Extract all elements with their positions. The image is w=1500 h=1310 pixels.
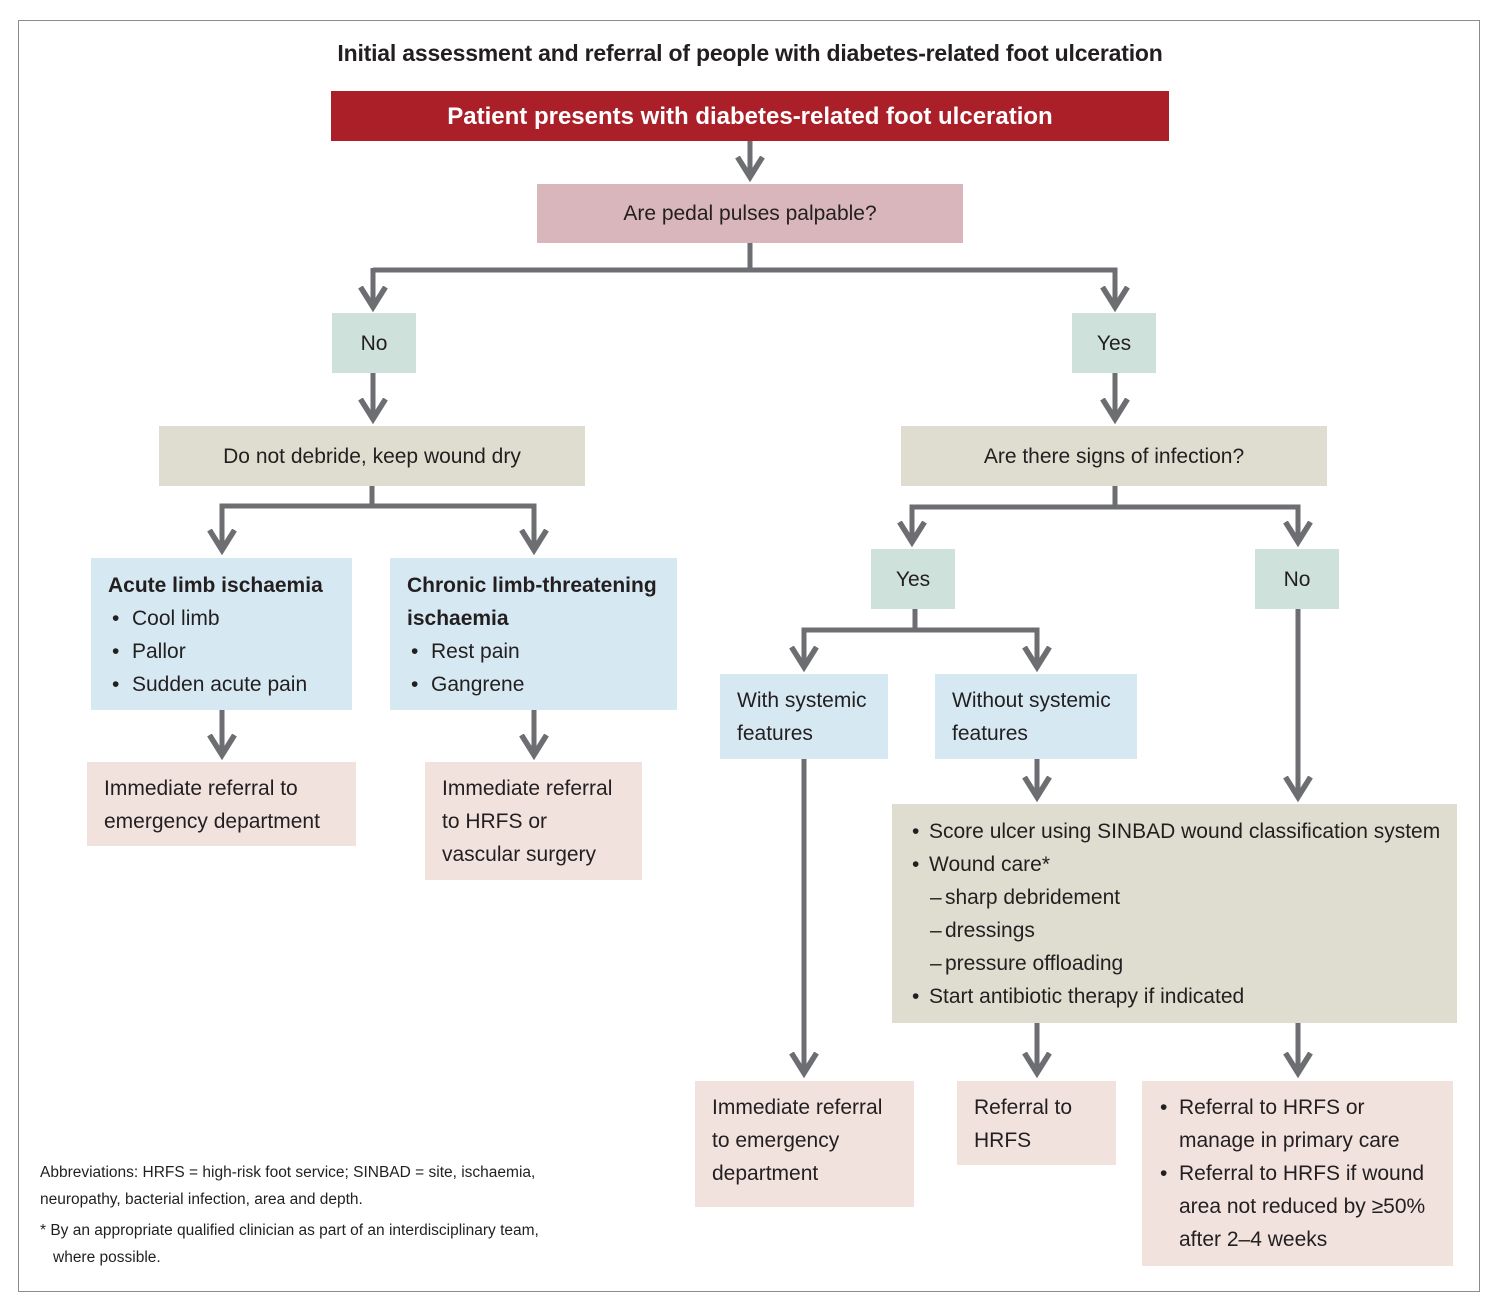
hrfs-referral-line1: Referral to [974,1096,1073,1119]
list-item: •Score ulcer using SINBAD wound classifi… [912,820,1441,843]
no-pulses-action-label: Do not debride, keep wound dry [223,444,521,468]
acute-ischaemia-box: Acute limb ischaemia •Cool limb •Pallor … [91,558,352,710]
pulses-yes-box: Yes [1072,313,1156,373]
sub-list-item: –dressings [930,919,1035,942]
acute-ischaemia-heading: Acute limb ischaemia [108,574,323,597]
wound-care-box: •Score ulcer using SINBAD wound classifi… [892,804,1457,1023]
with-systemic-line1: With systemic [737,689,867,712]
sub-list-item: –pressure offloading [930,952,1124,975]
asterisk-note: * By an appropriate qualified clinician … [40,1222,539,1266]
start-label: Patient presents with diabetes-related f… [447,102,1053,130]
no-pulses-action-box: Do not debride, keep wound dry [159,426,585,486]
systemic-referral-line2: to emergency [712,1129,840,1152]
list-item: •Rest pain [411,640,520,663]
systemic-referral-line3: department [712,1162,819,1185]
list-item: •Referral to HRFS if wound [1160,1162,1425,1185]
list-item: •Referral to HRFS or [1160,1096,1365,1119]
acute-referral-line2: emergency department [104,810,320,833]
list-item: •Pallor [112,640,186,663]
infection-no-box: No [1255,549,1339,609]
pulses-no-label: No [360,331,388,355]
no-infection-outcome-box: •Referral to HRFS or manage in primary c… [1142,1081,1453,1266]
systemic-referral-box: Immediate referral to emergency departme… [695,1081,914,1207]
chronic-referral-line1: Immediate referral [442,777,613,800]
acute-referral-box: Immediate referral to emergency departme… [87,762,356,846]
pulses-no-box: No [332,313,416,373]
list-item: •Gangrene [411,673,525,696]
pulses-yes-label: Yes [1096,331,1132,355]
infection-yes-box: Yes [871,549,955,609]
chronic-ischaemia-box: Chronic limb-threatening ischaemia •Rest… [390,558,677,710]
abbreviations-note: Abbreviations: HRFS = high-risk foot ser… [40,1164,536,1208]
list-item-continuation: after 2–4 weeks [1179,1228,1328,1251]
without-systemic-box: Without systemic features [935,674,1137,759]
without-systemic-line1: Without systemic [952,689,1111,712]
with-systemic-line2: features [737,722,813,745]
hrfs-referral-line2: HRFS [974,1129,1032,1152]
pulses-question-label: Are pedal pulses palpable? [623,202,877,225]
chronic-ischaemia-heading-line2: ischaemia [407,607,509,630]
without-systemic-line2: features [952,722,1028,745]
list-item: •Start antibiotic therapy if indicated [912,985,1245,1008]
infection-yes-label: Yes [895,567,931,591]
list-item: •Cool limb [112,607,220,630]
infection-question-box: Are there signs of infection? [901,426,1327,486]
start-box: Patient presents with diabetes-related f… [331,91,1169,141]
sub-list-item: –sharp debridement [930,886,1121,909]
with-systemic-box: With systemic features [720,674,888,759]
list-item-continuation: manage in primary care [1179,1129,1400,1152]
list-item: •Sudden acute pain [112,673,308,696]
pulses-question-box: Are pedal pulses palpable? [537,184,963,243]
diagram-title: Initial assessment and referral of peopl… [337,40,1163,66]
chronic-referral-box: Immediate referral to HRFS or vascular s… [425,762,642,880]
chronic-ischaemia-heading: Chronic limb-threatening [407,574,657,597]
hrfs-referral-box: Referral to HRFS [957,1081,1116,1165]
infection-no-label: No [1283,567,1311,591]
acute-referral-line1: Immediate referral to [104,777,298,800]
list-item: •Wound care* [912,853,1051,876]
list-item-continuation: area not reduced by ≥50% [1179,1195,1426,1218]
infection-question-label: Are there signs of infection? [983,444,1245,468]
chronic-referral-line2: to HRFS or [442,810,548,833]
figure-frame [18,20,1480,1292]
chronic-referral-line3: vascular surgery [442,843,597,866]
systemic-referral-line1: Immediate referral [712,1096,883,1119]
